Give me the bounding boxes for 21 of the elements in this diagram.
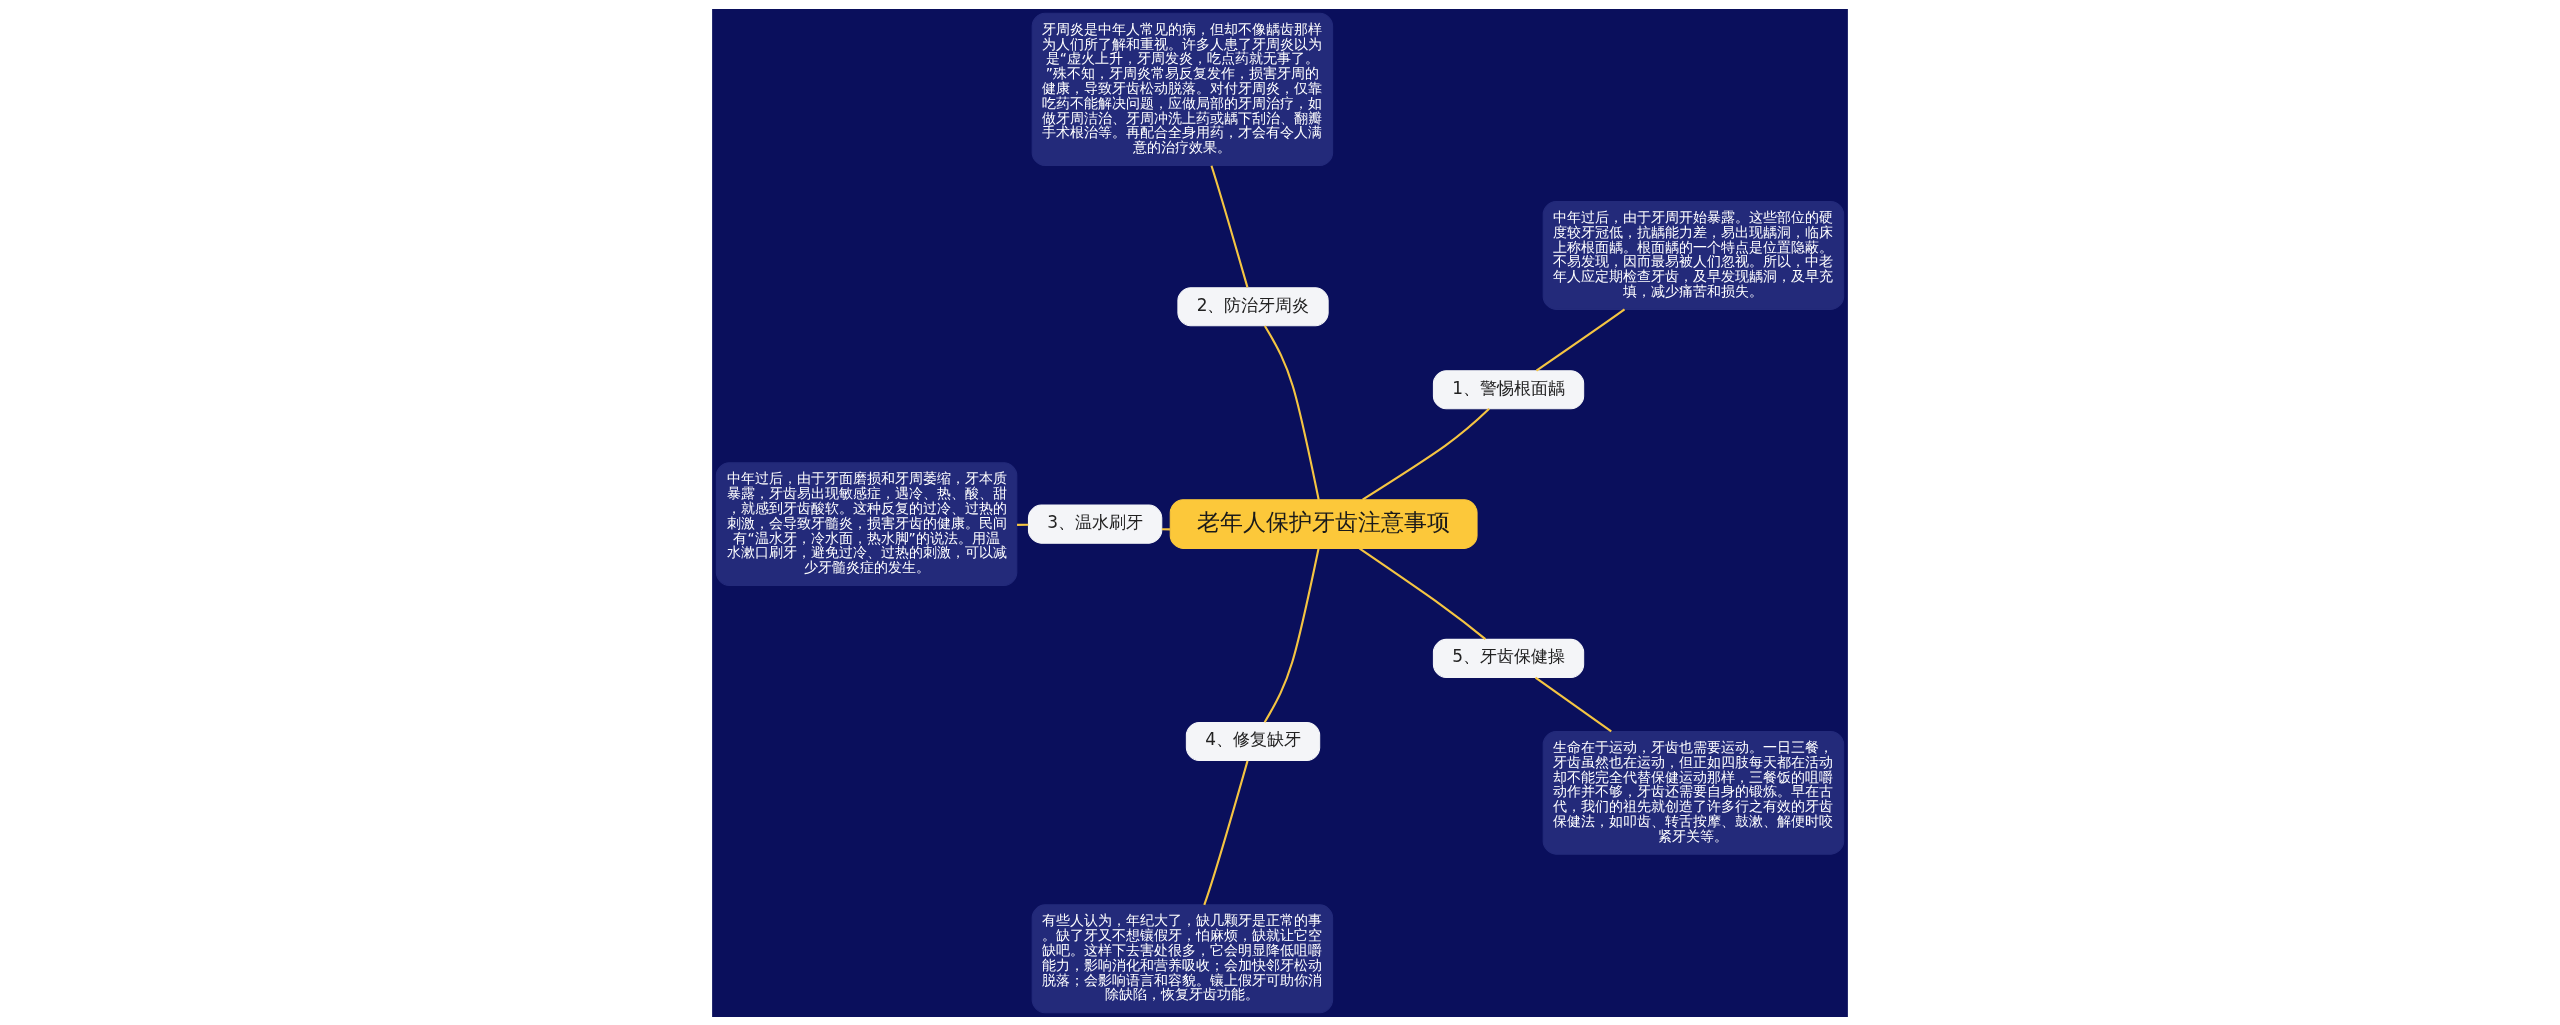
- node-box: 1、警惕根面龋: [1432, 369, 1585, 409]
- node-box: 中年过后，由于牙周开始暴露。这些部位的硬度较牙冠低，抗龋能力差，易出现龋洞，临床上称根面龋。根面龋的一个特点是位置隐蔽。不易发现，因而最易被人们忽视。所以，中老年人应定期检查牙齿，及早发现龋洞，及早充填，减少痛苦和损失。: [1542, 200, 1845, 310]
- node-box: 3、温水刷牙: [1027, 504, 1163, 544]
- node-box: 2、防治牙周炎: [1177, 286, 1329, 326]
- node-box: 老年人保护牙齿注意事项: [1169, 498, 1478, 549]
- node-box: 牙周炎是中年人常见的病，但却不像龋齿那样为人们所了解和重视。许多人患了牙周炎以为是“虚火上升，牙周发炎，吃点药就无事了。”殊不知，牙周炎常易反复发作，损害牙周的健康，导致牙齿松动脱落。对付牙周炎，仅靠吃药不能解决问题，应做局部的牙周治疗，如做牙周洁治、牙周冲洗上药或龋下刮治、翻瓣手术根治等。再配合全身用药，才会有令人满意的治疗效果。: [1031, 12, 1334, 166]
- connector: [1161, 527, 1170, 530]
- connector: [1263, 547, 1320, 723]
- node-box: 4、修复缺牙: [1185, 721, 1321, 761]
- connector: [1534, 676, 1612, 732]
- connector: [1358, 547, 1487, 640]
- connector: [1203, 760, 1249, 905]
- connector: [1210, 164, 1249, 288]
- connector: [1535, 308, 1626, 371]
- node-box: 中年过后，由于牙面磨损和牙周萎缩，牙本质暴露，牙齿易出现敏感症，遇冷、热、酸、甜，就感到牙齿酸软。这种反复的过冷、过热的刺激，会导致牙髓炎，损害牙齿的健康。民间有“温水牙，冷水面，热水脚”的说法。用温水漱口刷牙，避免过冷、过热的刺激，可以减少牙髓炎症的发生。: [715, 461, 1018, 586]
- connector: [1362, 407, 1490, 500]
- node-box: 生命在于运动，牙齿也需要运动。一日三餐，牙齿虽然也在运动，但正如四肢每天都在活动却不能完全代替保健运动那样，三餐饭的咀嚼动作并不够，牙齿还需要自身的锻炼。早在古代，我们的祖先就创造了许多行之有效的牙齿保健法，如叩齿、转舌按摩、鼓漱、解便时咬紧牙关等。: [1542, 730, 1845, 855]
- node-box: 有些人认为，年纪大了，缺几颗牙是正常的事。缺了牙又不想镶假牙，怕麻烦，缺就让它空缺吧。这样下去害处很多，它会明显降低咀嚼能力，影响消化和营养吸收；会加快邻牙松动脱落；会影响语言和容貌。镶上假牙可助你消除缺陷，恢复牙齿功能。: [1031, 903, 1334, 1013]
- node-box: 5、牙齿保健操: [1432, 638, 1585, 678]
- connector: [1263, 324, 1320, 500]
- connector: [1017, 523, 1029, 526]
